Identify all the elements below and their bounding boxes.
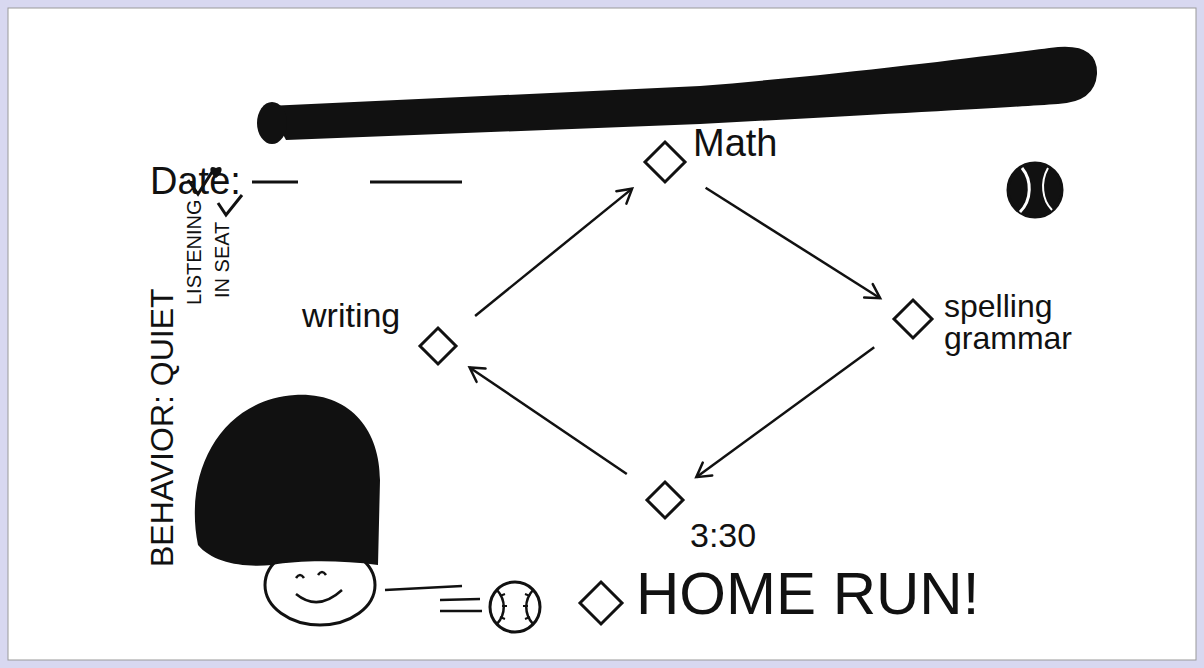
base-diamond: 3:30 <box>645 480 685 520</box>
arrow-head <box>616 189 632 204</box>
base-diamond: spelling grammar <box>892 298 934 340</box>
diamond-outline <box>892 298 934 340</box>
behavior-goal: LISTENING <box>184 199 204 305</box>
flow-arrow <box>475 189 632 316</box>
ball-stitches <box>500 594 530 619</box>
diamond-outline <box>418 326 458 366</box>
speed-line <box>440 599 480 600</box>
arrow-line <box>475 189 632 316</box>
baseball-cap <box>195 395 380 566</box>
date-blank <box>370 181 462 184</box>
smile <box>296 590 342 602</box>
diamond-outline <box>643 140 687 184</box>
label-holder: Date: <box>150 162 241 200</box>
arrow-line <box>706 188 881 299</box>
label-holder: LISTENING <box>184 199 204 305</box>
arrow-line <box>470 367 627 474</box>
ball-seam <box>1020 168 1029 212</box>
label-holder: IN SEAT <box>212 222 232 298</box>
behavior-goal: BEHAVIOR: QUIET <box>146 288 178 567</box>
baseball <box>490 582 540 632</box>
diamond-shape <box>580 582 622 624</box>
diamond-shape <box>894 300 932 338</box>
arrow-head <box>864 284 880 298</box>
speed-line <box>440 610 482 613</box>
diamond-shape <box>645 142 685 182</box>
diamond-shape <box>420 328 456 364</box>
date-blank <box>252 181 298 184</box>
bat <box>268 47 1097 140</box>
arrow-head <box>696 463 712 478</box>
base-diamond: Math <box>643 140 687 184</box>
flow-arrow <box>696 347 874 477</box>
base-diamond: writing <box>418 326 458 366</box>
eye <box>296 575 304 578</box>
baseball <box>1008 163 1062 217</box>
behavior-goal: IN SEAT <box>212 222 232 298</box>
diamond-outline <box>578 580 624 626</box>
date-label: Date: <box>150 162 241 200</box>
arrow-line <box>696 347 874 477</box>
flow-arrow <box>470 367 627 474</box>
flow-arrow <box>706 188 881 299</box>
eye <box>318 572 326 575</box>
base-label: Math <box>693 124 777 162</box>
base-label: HOME RUN! <box>636 564 979 624</box>
diamond-outline <box>645 480 685 520</box>
base-label: writing <box>302 298 400 332</box>
arrow-head <box>470 367 486 381</box>
label-holder: BEHAVIOR: QUIET <box>146 288 178 567</box>
base-label: 3:30 <box>690 518 756 552</box>
speed-line <box>385 586 462 590</box>
diamond-shape <box>647 482 683 518</box>
card-panel <box>8 8 1196 660</box>
bat-knob <box>257 102 287 144</box>
ball-seam <box>1043 168 1052 210</box>
base-label: spelling grammar <box>944 290 1074 354</box>
base-diamond: HOME RUN! <box>578 580 624 626</box>
